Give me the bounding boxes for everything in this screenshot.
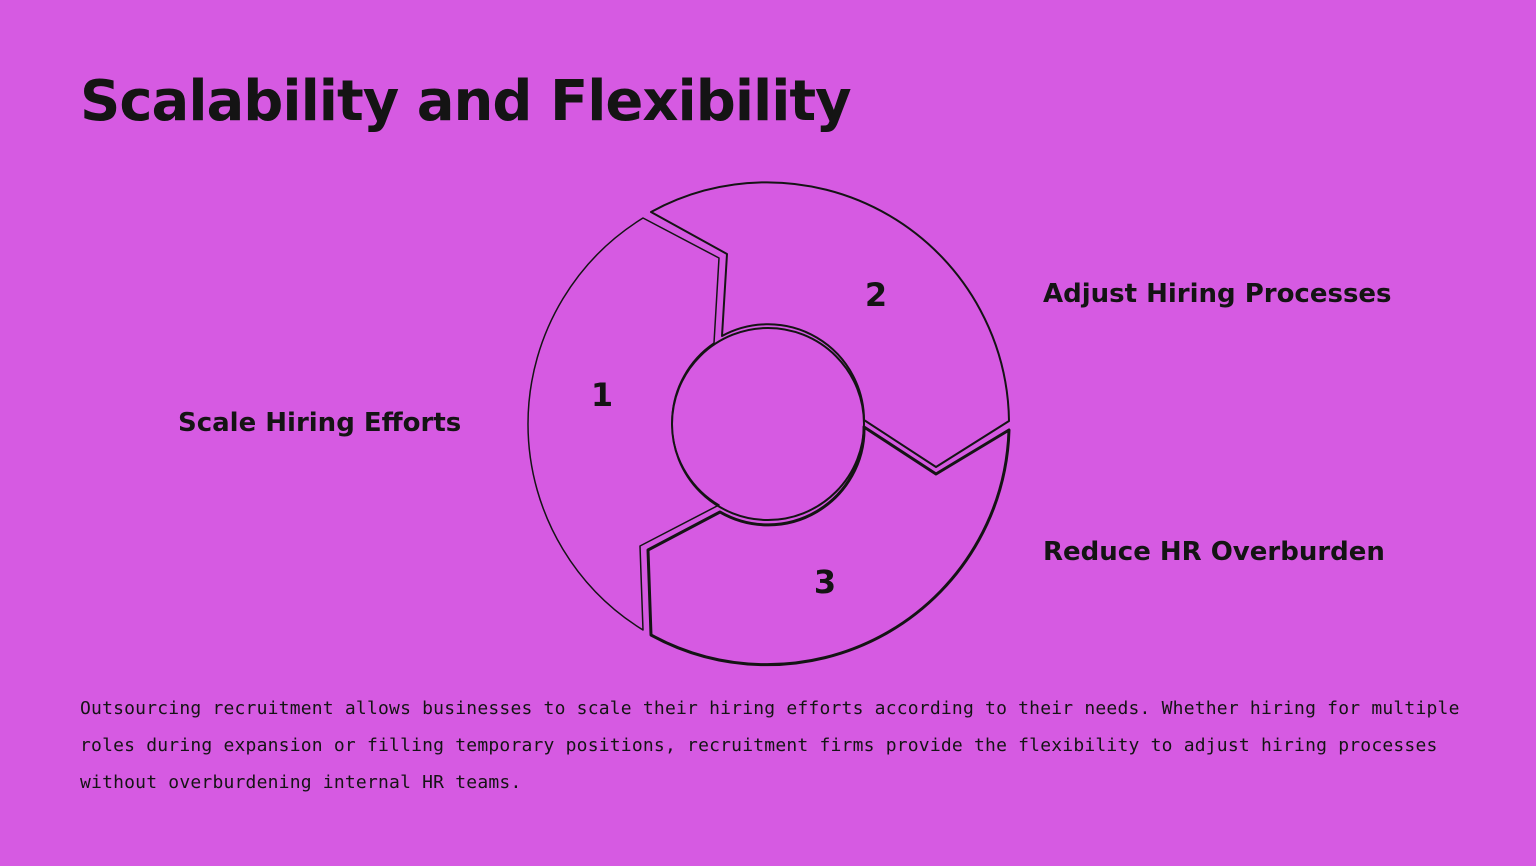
cycle-segment-2: [650, 181, 1010, 468]
slide-description: Outsourcing recruitment allows businesse…: [80, 698, 1460, 793]
segment-number-2: 2: [865, 276, 887, 314]
cycle-segment-1: [527, 217, 720, 631]
segment-number-1: 1: [591, 376, 613, 414]
slide-title: Scalability and Flexibility: [80, 69, 852, 134]
cycle-numbers: 1 2 3: [591, 276, 887, 601]
cycle-segments: [527, 181, 1011, 667]
cycle-segment-3: [646, 425, 1011, 667]
cycle-center-circle: [671, 327, 865, 521]
segment-label-1: Scale Hiring Efforts: [178, 408, 462, 438]
segment-number-3: 3: [814, 563, 836, 601]
segment-label-2: Adjust Hiring Processes: [1043, 279, 1392, 309]
segment-label-3: Reduce HR Overburden: [1043, 537, 1385, 567]
